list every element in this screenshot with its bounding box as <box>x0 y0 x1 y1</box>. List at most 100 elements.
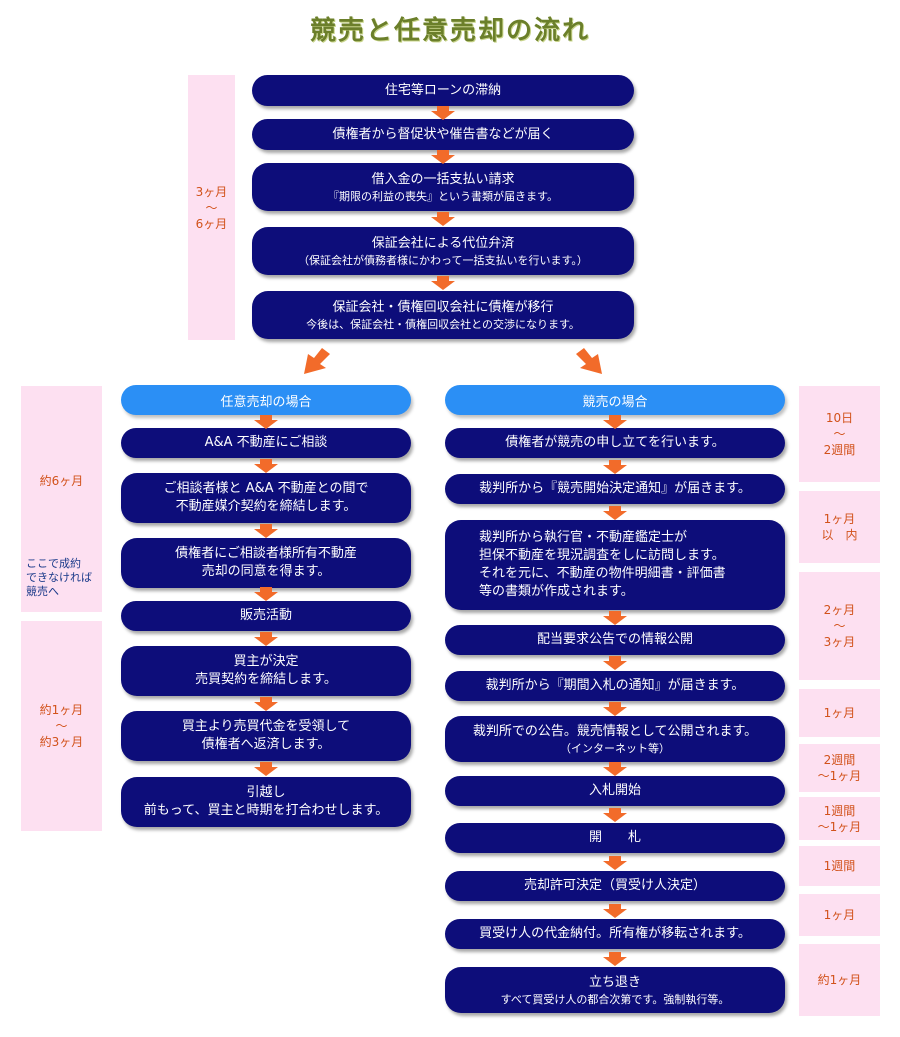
voluntary-sale-header: 任意売却の場合 <box>121 385 411 415</box>
step-text: 買主より売買代金を受領して <box>181 719 351 734</box>
down-arrow-icon <box>254 459 278 473</box>
period-text: 〜 <box>833 427 846 441</box>
left-step-repayment: 買主より売買代金を受領して 債権者へ返済します。 <box>121 711 411 761</box>
right-step-filing: 債権者が競売の申し立てを行います。 <box>445 428 785 458</box>
step-text: 引越し <box>246 785 286 800</box>
down-arrow-icon <box>603 952 627 966</box>
period-text: 1ヶ月 <box>823 908 856 922</box>
step-text: 買主が決定 <box>233 654 299 669</box>
left-step-creditor-consent: 債権者にご相談者様所有不動産 売却の同意を得ます。 <box>121 538 411 588</box>
down-arrow-icon <box>254 587 278 601</box>
note-line: できなければ <box>26 571 92 584</box>
step-text: 保証会社・債権回収会社に債権が移行 <box>332 299 554 315</box>
period-text: 3ヶ月 <box>195 184 228 199</box>
flow-step-subrogation: 保証会社による代位弁済 （保証会社が債務者様にかわって一括支払いを行います。） <box>252 227 634 275</box>
step-text: 借入金の一括支払い請求 <box>371 171 515 187</box>
flow-step-claim-transfer: 保証会社・債権回収会社に債権が移行 今後は、保証会社・債権回収会社との交渉になり… <box>252 291 634 339</box>
period-text: 2週間 <box>823 443 856 457</box>
left-step-consult: A&A 不動産にご相談 <box>121 428 411 458</box>
period-text: 〜 <box>55 719 68 733</box>
flow-step-lump-sum-demand: 借入金の一括支払い請求 『期限の利益の喪失』という書類が届きます。 <box>252 163 634 211</box>
down-arrow-icon <box>603 856 627 870</box>
right-step-bid-opening: 開 札 <box>445 823 785 853</box>
right-step-bidding-start: 入札開始 <box>445 776 785 806</box>
note-line: 競売へ <box>26 585 59 598</box>
step-subtext: 今後は、保証会社・債権回収会社との交渉になります。 <box>306 317 580 331</box>
step-text: 裁判所から『期間入札の通知』が届きます。 <box>485 678 745 693</box>
right-step-survey: 裁判所から執行官・不動産鑑定士が 担保不動産を現況調査をしに訪問します。 それを… <box>445 520 785 610</box>
period-text: 1週間 <box>823 859 856 873</box>
down-arrow-icon <box>254 524 278 538</box>
down-arrow-icon <box>603 808 627 822</box>
left-step-buyer-decided: 買主が決定 売買契約を締結します。 <box>121 646 411 696</box>
period-text: 〜 <box>205 200 218 215</box>
flow-step-delinquency: 住宅等ローンの滞納 <box>252 75 634 106</box>
right-step-bid-period-notice: 裁判所から『期間入札の通知』が届きます。 <box>445 671 785 701</box>
step-text: 販売活動 <box>239 608 292 623</box>
right-period-7: 1週間 <box>799 846 880 886</box>
right-step-eviction: 立ち退き すべて買受け人の都合次第です。強制執行等。 <box>445 967 785 1013</box>
step-subtext: 『期限の利益の喪失』という書類が届きます。 <box>328 189 558 203</box>
step-text: A&A 不動産にご相談 <box>204 435 328 450</box>
period-text: 10日 <box>825 411 854 425</box>
right-period-4: 1ヶ月 <box>799 689 880 737</box>
period-text: 〜1ヶ月 <box>817 819 862 834</box>
step-text: 保証会社による代位弁済 <box>371 235 515 251</box>
step-text: 住宅等ローンの滞納 <box>384 82 502 98</box>
step-text: 担保不動産を現況調査をしに訪問します。 <box>479 548 725 563</box>
period-text: 1週間 <box>823 803 856 818</box>
top-period-label: 3ヶ月 〜 6ヶ月 <box>188 75 235 340</box>
step-subtext: （インターネット等） <box>560 741 670 755</box>
right-step-dividend-notice: 配当要求公告での情報公開 <box>445 625 785 655</box>
page-title: 競売と任意売却の流れ <box>309 16 590 46</box>
left-period-1-text: 約6ヶ月 <box>39 474 84 488</box>
down-arrow-icon <box>254 415 278 429</box>
flow-step-notice: 債権者から督促状や催告書などが届く <box>252 119 634 150</box>
step-text: 債権者から督促状や催告書などが届く <box>332 126 554 142</box>
step-text: 売買契約を締結します。 <box>195 672 337 687</box>
right-step-start-notice: 裁判所から『競売開始決定通知』が届きます。 <box>445 474 785 504</box>
down-arrow-icon <box>254 632 278 646</box>
step-text: 配当要求公告での情報公開 <box>536 632 693 647</box>
right-step-public-notice: 裁判所での公告。競売情報として公開されます。 （インターネット等） <box>445 716 785 762</box>
period-text: 約1ヶ月 <box>817 973 862 987</box>
down-arrow-icon <box>431 150 455 164</box>
period-text: 以 内 <box>821 528 858 542</box>
down-arrow-icon <box>603 762 627 776</box>
period-text: 〜 <box>833 619 846 633</box>
right-period-3: 2ヶ月 〜 3ヶ月 <box>799 572 880 680</box>
step-text: 債権者が競売の申し立てを行います。 <box>505 435 725 450</box>
period-text: 2週間 <box>823 753 856 767</box>
step-text: 不動産媒介契約を締結します。 <box>175 499 357 514</box>
fallback-note: ここで成約 できなければ 競売へ <box>26 557 106 599</box>
step-text: 立ち退き <box>588 974 641 990</box>
period-text: 2ヶ月 <box>823 603 856 617</box>
period-text: 1ヶ月 <box>823 706 856 720</box>
step-text: 等の書類が作成されます。 <box>479 584 634 599</box>
step-text: 債権者にご相談者様所有不動産 <box>175 546 357 561</box>
down-arrow-icon <box>431 276 455 290</box>
step-text: ご相談者様と A&A 不動産との間で <box>163 481 369 496</box>
step-text: 債権者へ返済します。 <box>201 737 331 752</box>
split-arrow-right-icon <box>572 348 606 374</box>
split-arrow-left-icon <box>300 348 334 374</box>
step-text: 裁判所での公告。競売情報として公開されます。 <box>472 723 758 739</box>
down-arrow-icon <box>603 506 627 520</box>
period-text: 1ヶ月 <box>823 512 856 526</box>
down-arrow-icon <box>603 611 627 625</box>
down-arrow-icon <box>254 762 278 776</box>
step-subtext: （保証会社が債務者様にかわって一括支払いを行います。） <box>298 253 588 267</box>
left-step-moving: 引越し 前もって、買主と時期を打合わせします。 <box>121 777 411 827</box>
left-period-1 <box>21 386 102 612</box>
step-text: 売却許可決定（買受け人決定） <box>523 878 706 893</box>
period-text: 約3ヶ月 <box>39 735 84 749</box>
down-arrow-icon <box>603 415 627 429</box>
step-text: それを元に、不動産の物件明細書・評価書 <box>479 566 726 581</box>
step-text: 売却の同意を得ます。 <box>201 564 331 579</box>
left-period-2: 約1ヶ月 〜 約3ヶ月 <box>21 621 102 831</box>
period-text: 〜1ヶ月 <box>817 769 862 783</box>
down-arrow-icon <box>431 212 455 226</box>
down-arrow-icon <box>254 697 278 711</box>
right-step-payment: 買受け人の代金納付。所有権が移転されます。 <box>445 919 785 949</box>
step-text: 裁判所から執行官・不動産鑑定士が <box>479 530 688 545</box>
